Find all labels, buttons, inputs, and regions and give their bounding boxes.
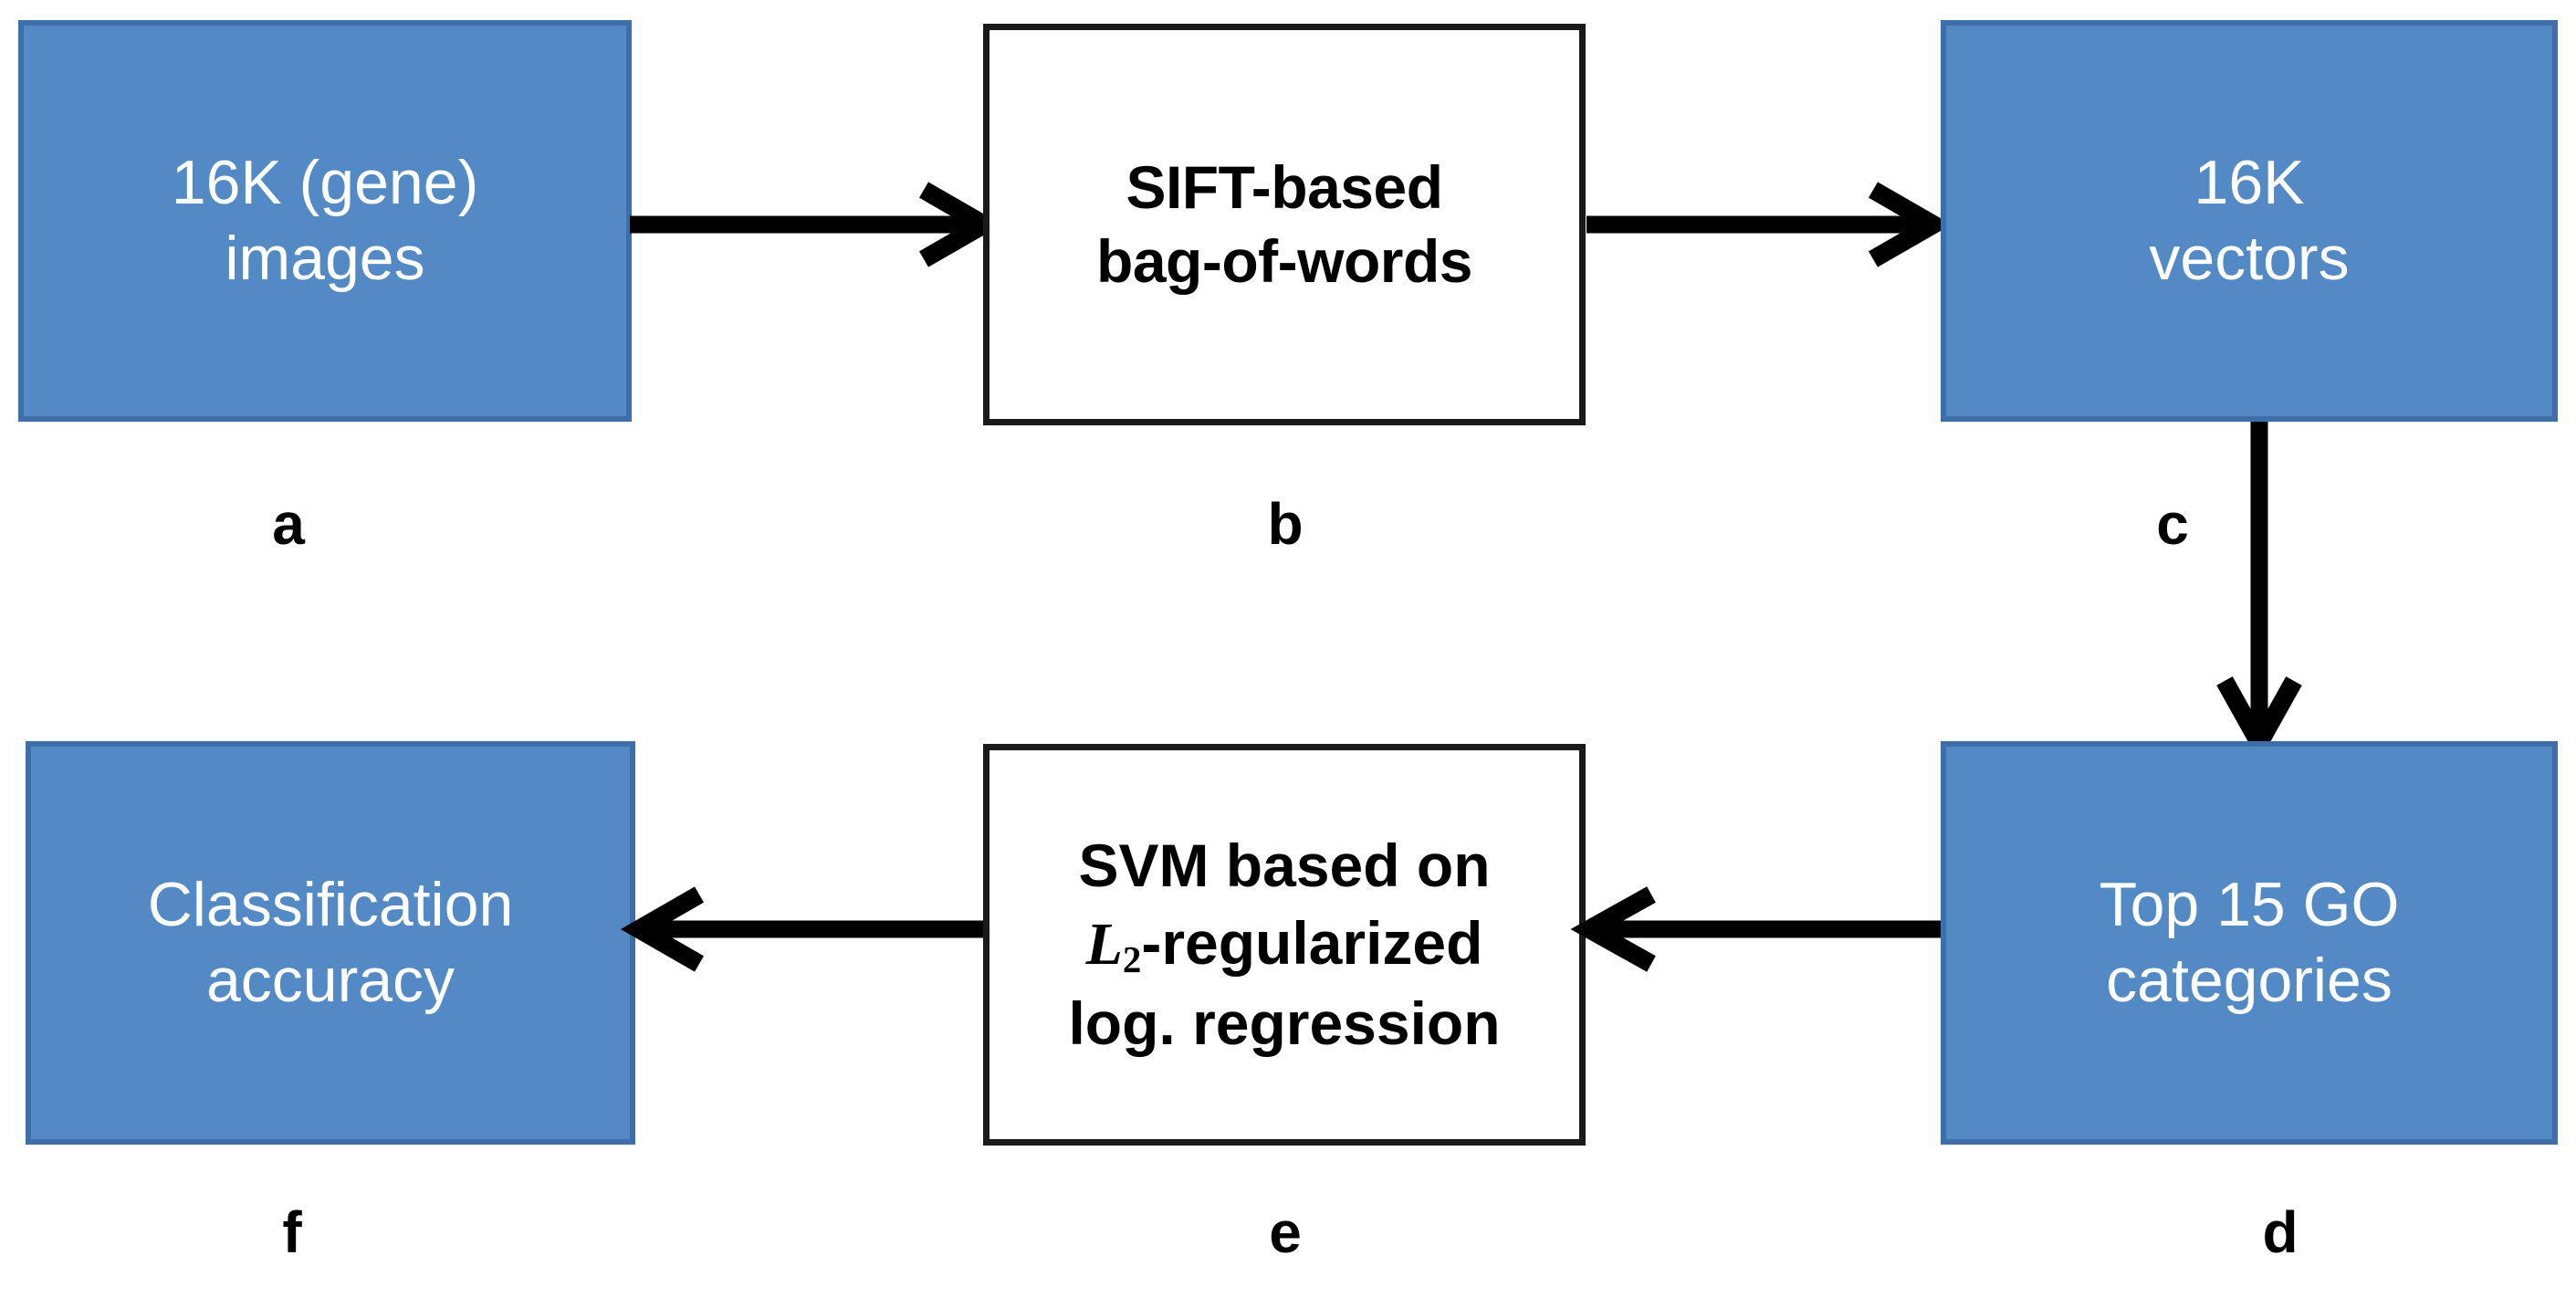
node-f-classification-accuracy[interactable]: Classification accuracy — [26, 741, 635, 1145]
node-c-vectors[interactable]: 16K vectors — [1941, 20, 2558, 422]
step-letter-e: e — [1269, 1199, 1302, 1265]
step-letter-b: b — [1267, 491, 1304, 557]
node-f-label: Classification accuracy — [147, 870, 514, 1015]
step-letter-f: f — [282, 1199, 302, 1265]
step-letter-d: d — [2262, 1199, 2299, 1265]
node-c-label: 16K vectors — [2149, 148, 2350, 293]
node-e-line-3: log. regression — [1068, 989, 1501, 1057]
node-e-math-L-sub: 2 — [1122, 939, 1142, 981]
arrow-c-to-d — [2204, 422, 2314, 762]
node-e-math-L-base: L — [1085, 911, 1123, 978]
node-e-label-group: SVM based on L2-regularized log. regress… — [990, 827, 1579, 1063]
node-e-line-2: L2-regularized — [990, 905, 1579, 984]
node-b-label: SIFT-based bag-of-words — [1096, 153, 1472, 295]
node-e-line-1: SVM based on — [1078, 831, 1491, 899]
node-d-label: Top 15 GO categories — [2099, 870, 2400, 1015]
node-e-line-2-rest: -regularized — [1141, 909, 1483, 978]
node-d-top-go-categories[interactable]: Top 15 GO categories — [1941, 741, 2558, 1145]
node-e-math-L: L2 — [1085, 911, 1142, 981]
node-a-label: 16K (gene) images — [171, 148, 479, 293]
arrow-d-to-e — [1570, 884, 1945, 975]
arrow-b-to-c — [1586, 179, 1953, 270]
step-letter-a: a — [272, 491, 305, 557]
node-b-sift-bow[interactable]: SIFT-based bag-of-words — [983, 24, 1586, 425]
arrow-a-to-b — [630, 179, 1003, 270]
step-letter-c: c — [2156, 491, 2189, 557]
arrow-e-to-f — [620, 884, 995, 975]
node-e-svm-logistic-regression[interactable]: SVM based on L2-regularized log. regress… — [983, 744, 1586, 1146]
node-a-gene-images[interactable]: 16K (gene) images — [18, 20, 632, 422]
